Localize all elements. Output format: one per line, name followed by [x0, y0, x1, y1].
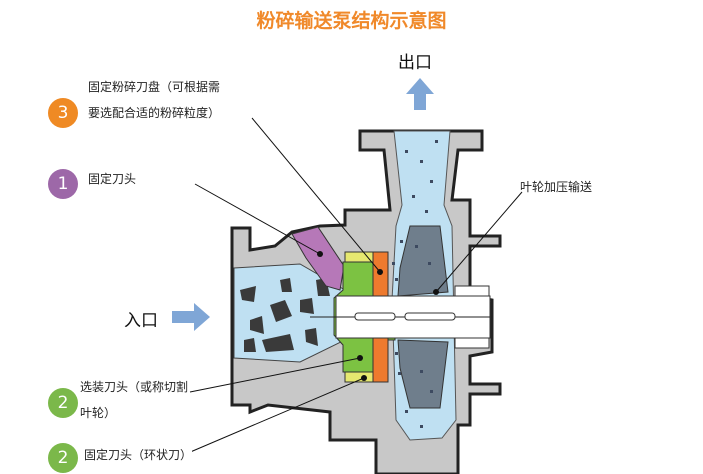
callout-line: 固定粉碎刀盘（可根据需 — [88, 80, 221, 94]
callout-badge-1: 1 — [48, 169, 78, 199]
outlet-label: 出口 — [398, 53, 432, 73]
inlet-label: 入口 — [124, 311, 158, 331]
impeller-bottom — [397, 339, 449, 409]
callout-label-fixed-blade: 固定刀头 — [88, 166, 137, 192]
fluid-dots — [392, 140, 438, 428]
inlet-arrow-icon — [172, 303, 210, 331]
diagram-title: 粉碎输送泵结构示意图 — [256, 10, 447, 32]
callout-label-ring-blade: 固定刀头（环状刀） — [84, 442, 193, 468]
callout-badge-2a: 2 — [48, 388, 78, 418]
callout-line: 要选配合适的粉碎粒度） — [88, 106, 221, 120]
callout-badge-3: 3 — [48, 98, 78, 128]
callout-label-optional-blade: 选装刀头（或称切割 叶轮） — [80, 374, 189, 426]
callout-line: 选装刀头（或称切割 — [80, 380, 189, 394]
solid-particles — [240, 278, 330, 352]
impeller-label: 叶轮加压输送 — [520, 180, 593, 194]
fixed-blade-purple — [291, 226, 345, 291]
callout-label-fixed-cutter-disc: 固定粉碎刀盘（可根据需 要选配合适的粉碎粒度） — [88, 74, 221, 126]
orange-ring-bottom — [372, 337, 389, 383]
impeller-top — [397, 225, 449, 297]
yellow-ring-bottom — [344, 371, 376, 383]
callout-line: 叶轮） — [80, 406, 117, 420]
outlet-arrow-icon — [406, 78, 434, 110]
leader-lines — [187, 117, 523, 454]
callout-badge-2b: 2 — [48, 443, 78, 473]
